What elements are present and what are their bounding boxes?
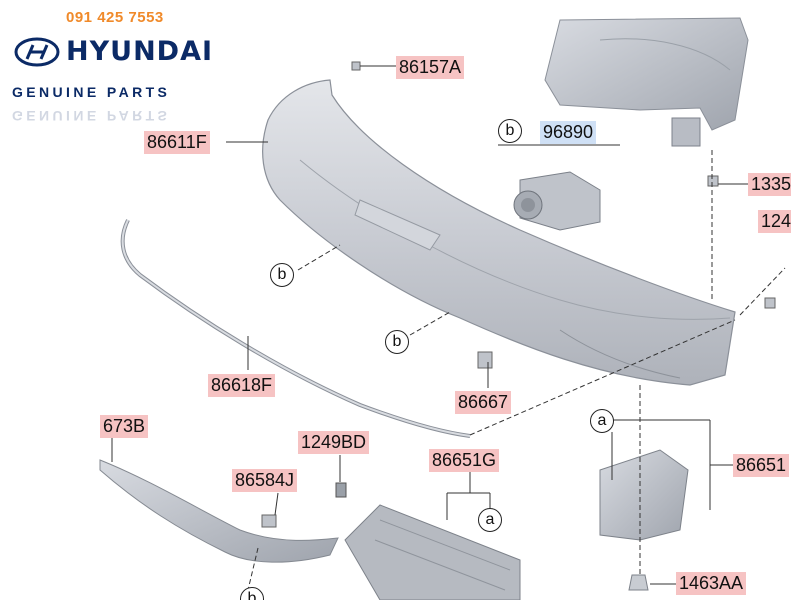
part-label-673b[interactable]: 673B xyxy=(100,415,149,438)
brand-tagline: GENUINE PARTS xyxy=(12,84,171,100)
callout-b-upper: b xyxy=(270,263,294,287)
callout-b-sensor: b xyxy=(498,119,522,143)
part-label-1249bd[interactable]: 1249BD xyxy=(298,431,370,454)
side-bracket xyxy=(599,449,689,541)
clip-1463aa xyxy=(628,574,649,591)
lower-trim-strip xyxy=(120,219,471,438)
callout-a-bracket: a xyxy=(590,409,614,433)
part-label-86651[interactable]: 86651 xyxy=(733,454,790,477)
leader-lines xyxy=(111,65,748,585)
part-label-86611f[interactable]: 86611F xyxy=(144,131,210,154)
part-label-124[interactable]: 124 xyxy=(758,210,791,233)
part-label-1463aa[interactable]: 1463AA xyxy=(676,572,747,595)
parking-sensor xyxy=(513,171,601,231)
vehicle-rear-corner xyxy=(544,17,749,147)
phone-number: 091 425 7553 xyxy=(66,9,164,26)
part-label-1335[interactable]: 1335 xyxy=(748,173,791,196)
dashed-guides xyxy=(247,150,786,591)
brand-block: HYUNDAI xyxy=(14,36,213,67)
callout-a-undercover: a xyxy=(478,508,502,532)
part-label-86667[interactable]: 86667 xyxy=(455,391,512,414)
hyundai-logo-icon xyxy=(14,37,60,66)
rear-bumper-cover xyxy=(262,79,736,386)
brand-tagline-reflection: GENUINE PARTS xyxy=(12,108,171,124)
part-label-86651g[interactable]: 86651G xyxy=(429,449,500,472)
skid-plate xyxy=(99,459,339,563)
callout-b-lower: b xyxy=(385,330,409,354)
part-label-86157a[interactable]: 86157A xyxy=(396,56,465,79)
part-label-86584j[interactable]: 86584J xyxy=(232,469,298,492)
under-cover xyxy=(344,504,521,600)
part-label-96890[interactable]: 96890 xyxy=(540,121,597,144)
brand-name: HYUNDAI xyxy=(66,36,214,67)
retainer-clips xyxy=(261,61,776,528)
bolt-1249bd xyxy=(335,482,347,498)
part-label-86618f[interactable]: 86618F xyxy=(208,374,276,397)
